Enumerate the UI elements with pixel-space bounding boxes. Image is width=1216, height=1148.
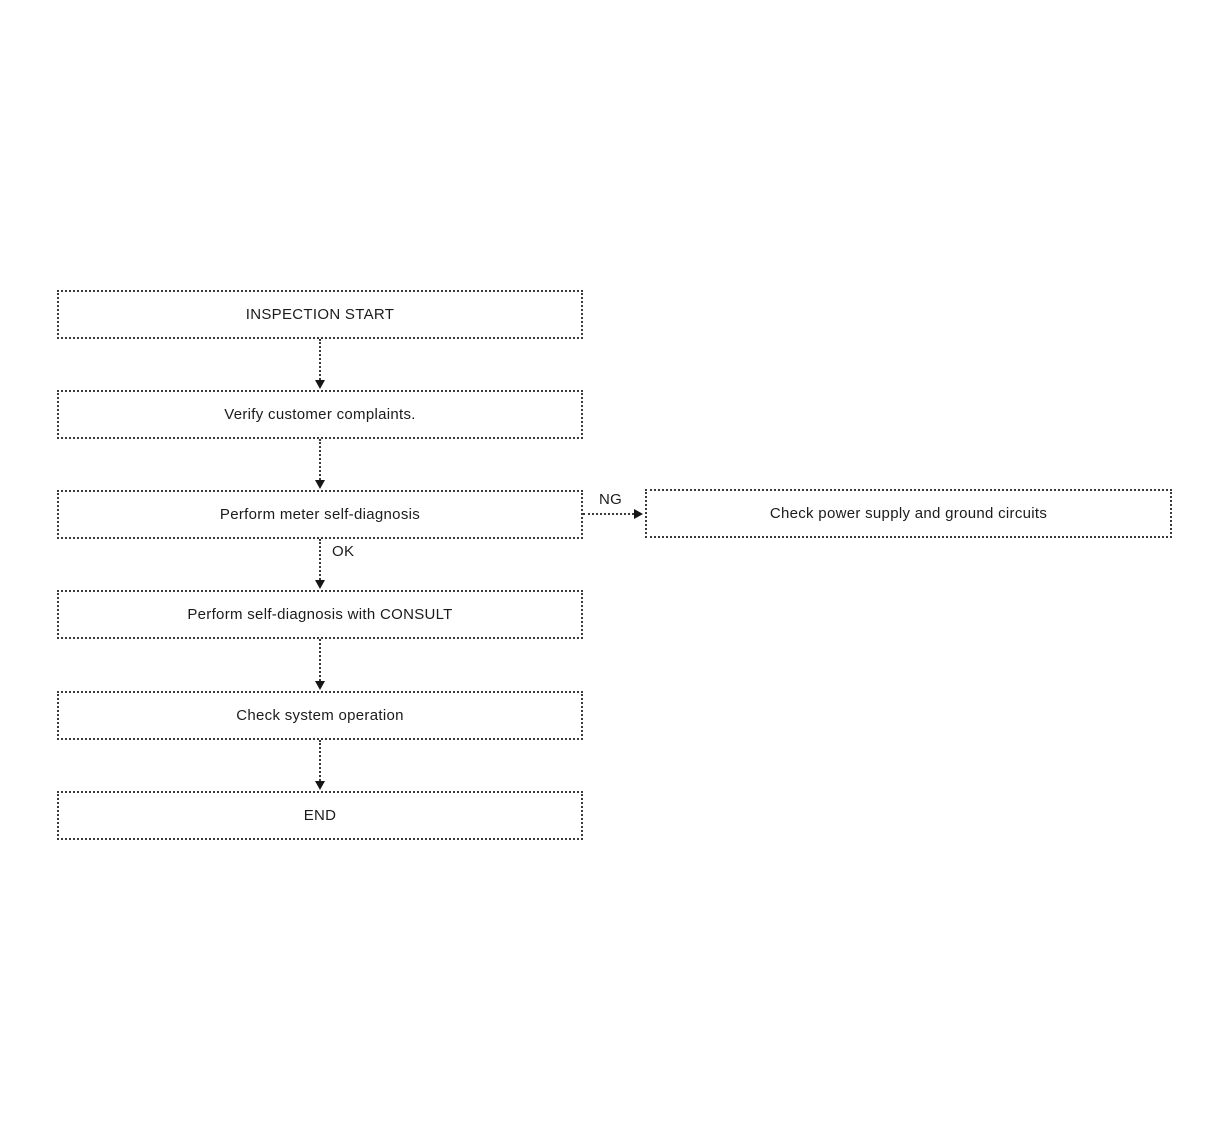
arrow-system-to-end (319, 740, 321, 781)
flow-node-label: Perform self-diagnosis with CONSULT (187, 606, 453, 623)
flow-node-check-power-supply: Check power supply and ground circuits (645, 489, 1172, 538)
arrowhead-down-icon (315, 480, 325, 489)
arrowhead-right-icon (634, 509, 643, 519)
flow-node-check-system-operation: Check system operation (57, 691, 583, 740)
flow-node-label: Check power supply and ground circuits (769, 505, 1048, 522)
flow-node-label: Check system operation (236, 707, 404, 724)
arrowhead-down-icon (315, 681, 325, 690)
arrowhead-down-icon (315, 380, 325, 389)
flow-node-label: END (303, 807, 337, 824)
edge-label-ng: NG (597, 491, 625, 508)
flow-node-consult-self-diagnosis: Perform self-diagnosis with CONSULT (57, 590, 583, 639)
arrow-start-to-verify (319, 339, 321, 380)
arrowhead-down-icon (315, 580, 325, 589)
flow-node-label: Verify customer complaints. (224, 406, 416, 423)
arrow-meter-to-consult (319, 539, 321, 580)
flow-node-label: INSPECTION START (245, 306, 395, 323)
flow-node-inspection-start: INSPECTION START (57, 290, 583, 339)
flow-node-meter-self-diagnosis: Perform meter self-diagnosis (57, 490, 583, 539)
flow-node-label: Perform meter self-diagnosis (219, 506, 421, 523)
arrow-verify-to-meter (319, 439, 321, 480)
arrow-meter-to-power-ng (583, 513, 634, 515)
flow-node-end: END (57, 791, 583, 840)
edge-label-ok: OK (330, 543, 357, 560)
arrow-consult-to-system (319, 639, 321, 681)
flow-node-verify-complaints: Verify customer complaints. (57, 390, 583, 439)
arrowhead-down-icon (315, 781, 325, 790)
